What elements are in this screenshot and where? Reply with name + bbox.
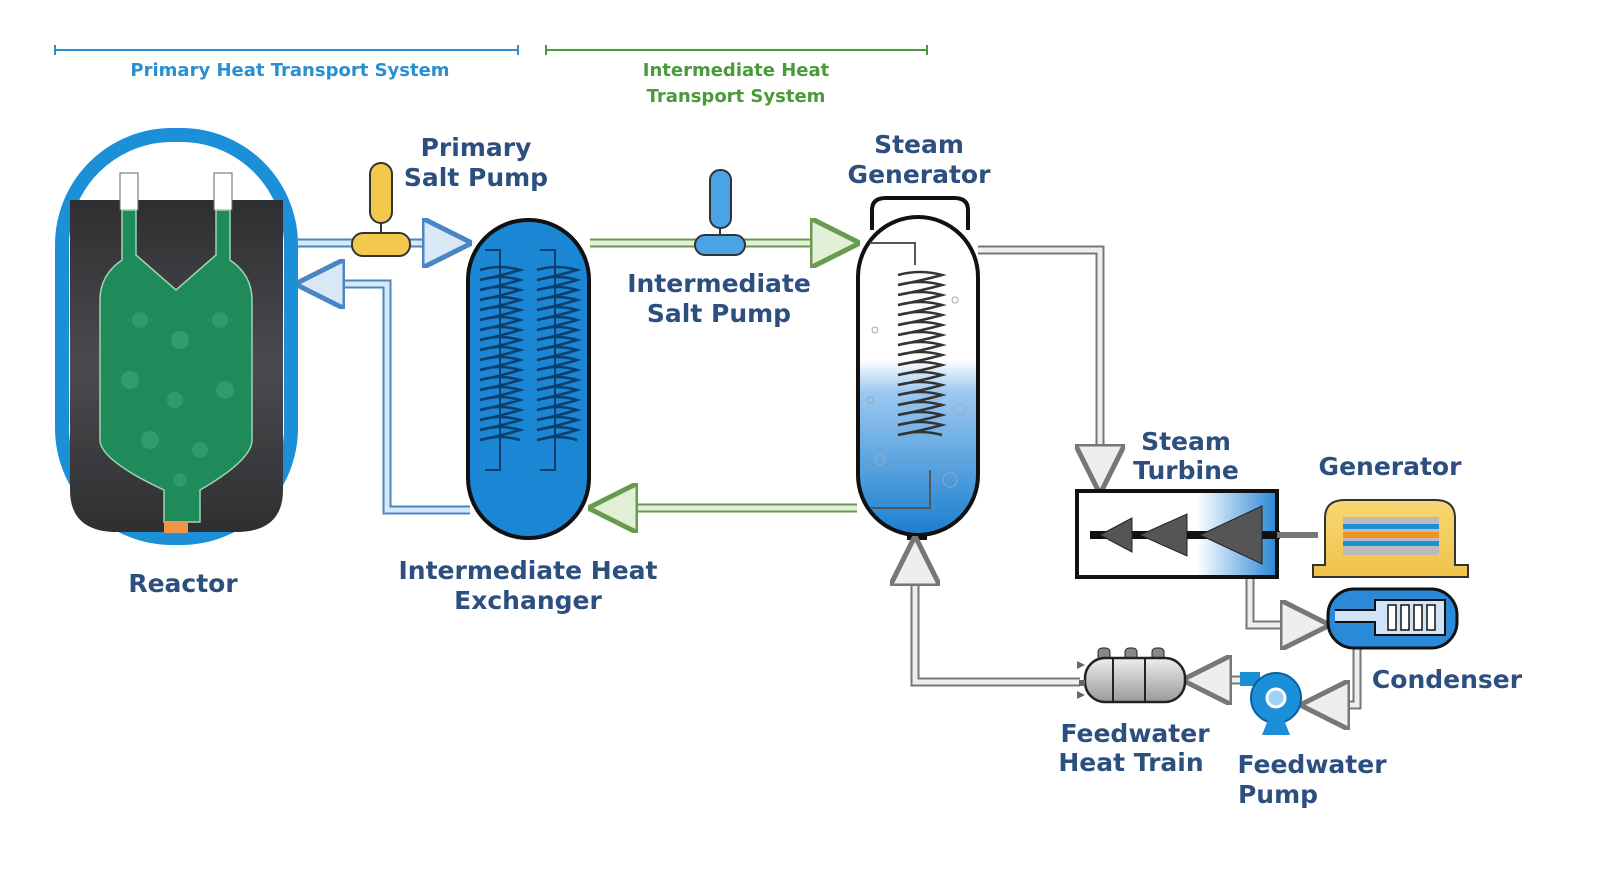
primary-system-bracket: Primary Heat Transport System [54,45,519,81]
condenser-label: Condenser [1372,665,1523,694]
reactor-label: Reactor [128,569,238,598]
feedwater-pump-label-1: Feedwater [1237,750,1387,779]
feedwater-pump: Feedwater Pump [1237,672,1387,809]
steam-generator-label-1: Steam [874,130,964,159]
main-steam-pipe [978,245,1100,484]
steam-generator: Steam Generator [848,130,992,540]
steam-turbine-label-2: Turbine [1133,456,1239,485]
condensate-pipe [1310,648,1362,705]
primary-pump-label-1: Primary [421,133,532,162]
feedwater-heat-train: Feedwater Heat Train [1058,647,1210,777]
feedwater-return-pipe [915,546,1080,687]
ihx-label-1: Intermediate Heat [399,556,658,585]
generator-label: Generator [1319,452,1463,481]
turbine-exhaust-pipe [1245,577,1320,625]
intermediate-system-label-1: Intermediate Heat [643,60,830,81]
reactor-core [99,209,253,523]
condenser: Condenser [1326,587,1523,694]
steam-turbine-label-1: Steam [1141,427,1231,456]
heat-train-label-2: Heat Train [1058,748,1203,777]
reactor-vessel: Reactor [55,128,298,598]
heat-train-label-1: Feedwater [1060,719,1210,748]
intermediate-salt-pump: Intermediate Salt Pump [627,169,811,328]
intermediate-pump-label-1: Intermediate [627,269,811,298]
primary-system-label: Primary Heat Transport System [130,60,449,81]
generator: Generator [1312,452,1469,578]
primary-salt-pump: Primary Salt Pump [351,133,548,257]
intermediate-system-bracket: Intermediate Heat Transport System [545,45,928,107]
primary-pump-label-2: Salt Pump [404,163,548,192]
intermediate-pump-label-2: Salt Pump [647,299,791,328]
intermediate-system-label-2: Transport System [647,86,826,107]
intermediate-heat-exchanger: Intermediate Heat Exchanger [399,218,658,615]
feedwater-pump-label-2: Pump [1238,780,1318,809]
ihx-label-2: Exchanger [454,586,602,615]
steam-generator-label-2: Generator [848,160,992,189]
steam-turbine: Steam Turbine [1075,427,1318,579]
primary-cold-leg-pipe [305,284,470,515]
